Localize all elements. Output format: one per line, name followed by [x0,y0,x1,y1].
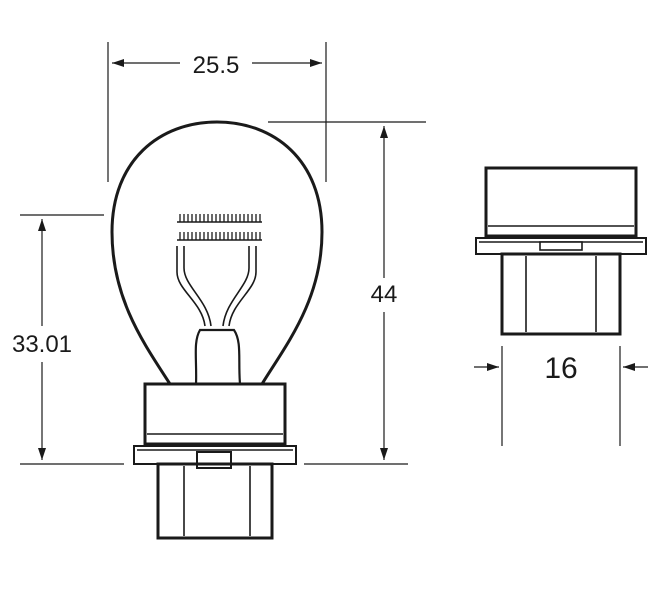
base-side-view [475,166,647,336]
glass-envelope [110,120,324,385]
locking-tab [196,451,232,469]
filament-support-wires [176,246,257,327]
base-width-dimension: 16 [474,346,648,446]
total-height-dimension: 44 [268,121,426,465]
total-height-label: 44 [371,281,398,308]
terminal-block [156,462,274,540]
side-locking-tab [539,241,583,251]
width-dimension: 25.5 [107,42,327,182]
base-width-label: 16 [544,352,577,385]
side-terminal-block [500,252,622,336]
bulb-front-view [110,120,324,540]
base-collar [143,382,287,446]
width-dimension-label: 25.5 [193,52,240,79]
filament-coils [177,214,262,241]
glass-stem [194,328,242,385]
side-base-collar [484,166,638,238]
flange-height-label: 33.01 [12,331,72,358]
flange-height-dimension: 33.01 [12,214,124,465]
